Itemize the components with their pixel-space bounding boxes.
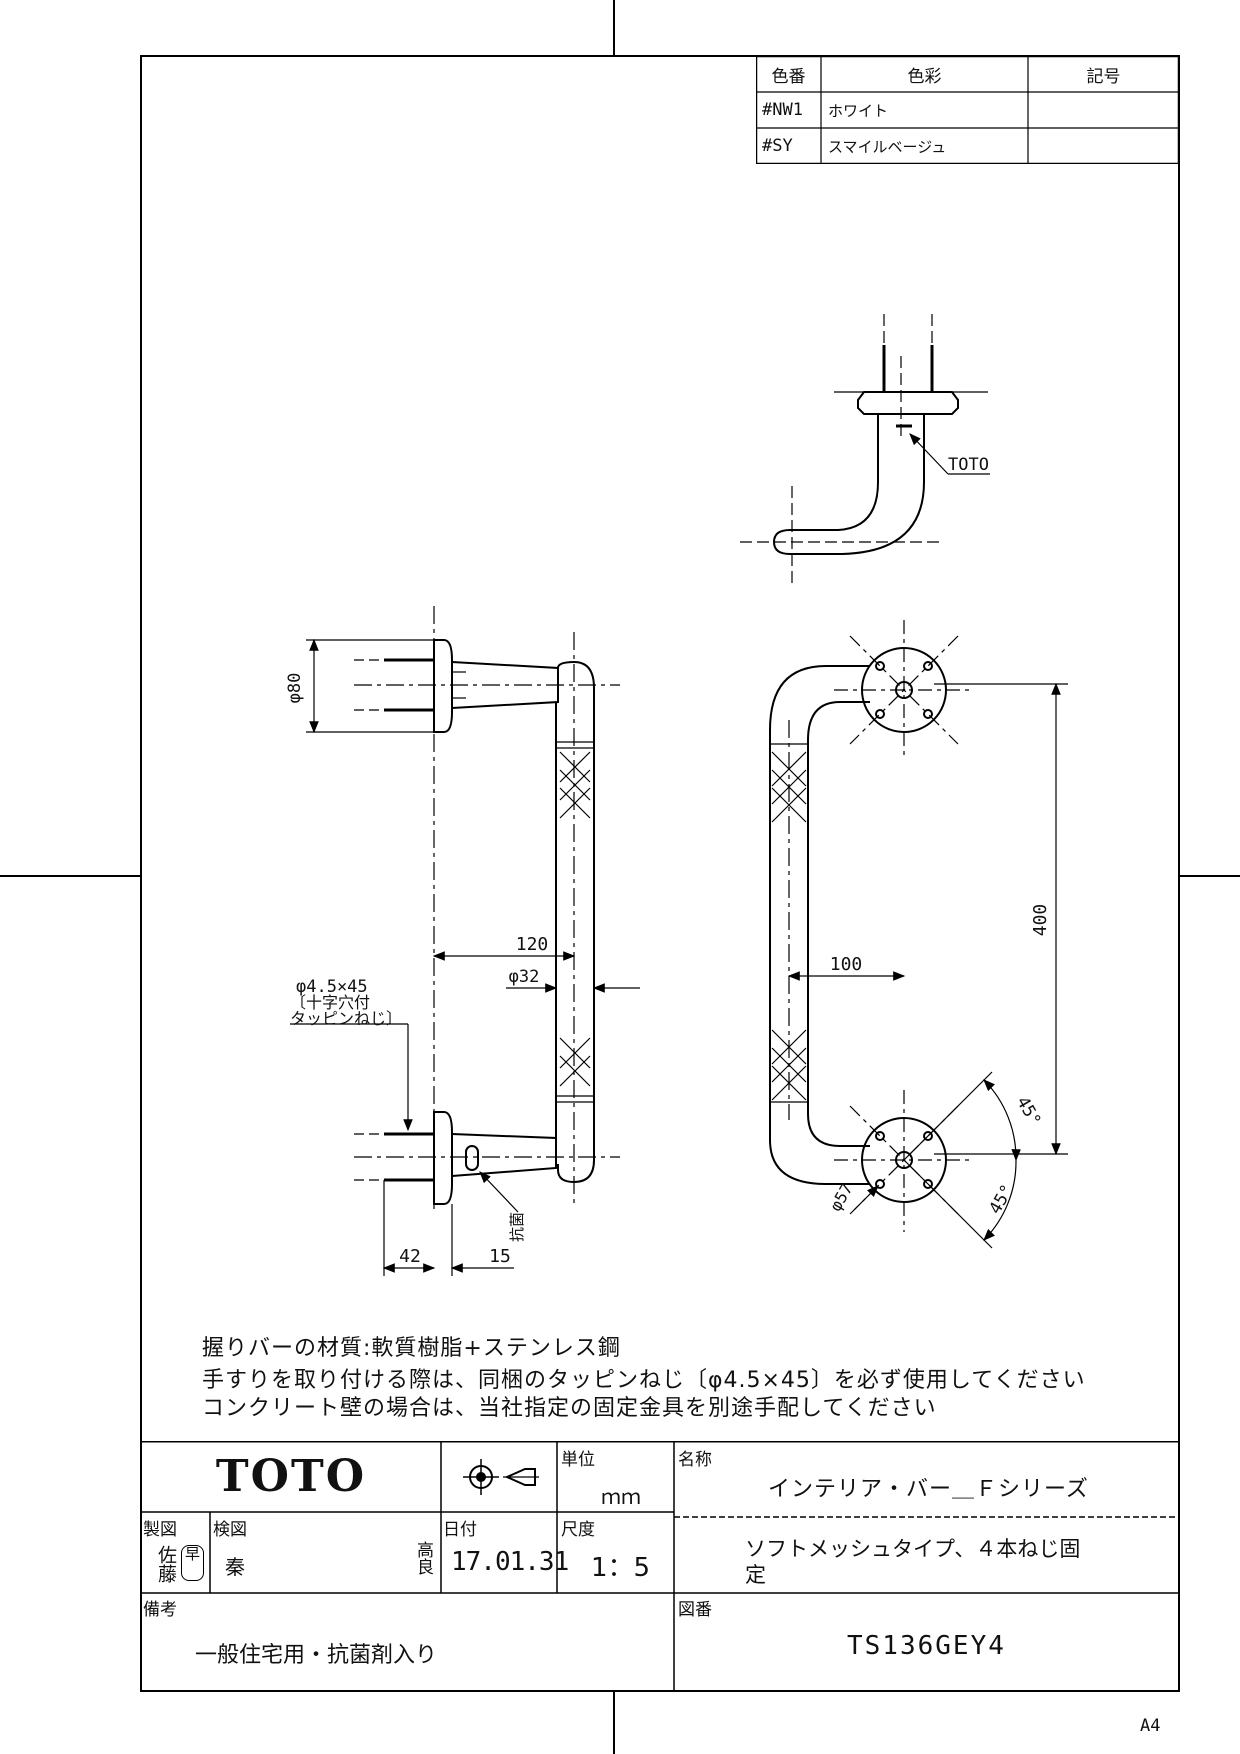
- checker-name: 秦: [225, 1555, 245, 1579]
- product-name: インテリア・バー＿Ｆシリーズ: [768, 1477, 1089, 1502]
- checked-label: 検図: [213, 1520, 247, 1540]
- color-table-grid: [756, 56, 1179, 164]
- brand-logo: TOTO: [215, 1451, 367, 1502]
- drafter-seal: 早: [181, 1545, 204, 1581]
- dim-phi32-label: φ32: [509, 967, 540, 987]
- date-value: 17.01.31: [451, 1547, 569, 1577]
- angle-45-upper-label: 45°: [1012, 1093, 1045, 1130]
- dim-15-label: 15: [489, 1246, 511, 1267]
- dim-400-label: 400: [1030, 904, 1051, 937]
- logo-callout-label: TOTO: [948, 455, 989, 475]
- title-block: TOTO 単位 ｍｍ 名称 インテリア・バー＿Ｆシリーズ ソフトメッシュタイプ、…: [141, 1441, 1179, 1691]
- note-concrete-wall: コンクリート壁の場合は、当社指定の固定金具を別途手配してください: [202, 1396, 937, 1421]
- color-symbol-header: 記号: [1086, 66, 1121, 87]
- dim-phi80-label: φ80: [285, 673, 305, 704]
- dim-42-label: 42: [399, 1246, 421, 1267]
- drawing-number: TS136GEY4: [847, 1631, 1006, 1661]
- color-code-header: 色番: [771, 66, 806, 87]
- product-subname-line2: 定: [745, 1563, 766, 1587]
- date-label: 日付: [443, 1520, 477, 1540]
- scale-label: 尺度: [561, 1520, 595, 1540]
- checker-seal: 高良: [413, 1541, 433, 1575]
- color-table: 色番 色彩 記号 #NW1 ホワイト #SY スマイルベージュ: [756, 56, 1179, 164]
- name-label: 名称: [678, 1450, 712, 1470]
- projection-symbol-icon: [463, 1459, 539, 1495]
- dim-120-label: 120: [516, 934, 549, 955]
- color-name-cell: スマイルベージュ: [828, 137, 947, 156]
- remarks-label: 備考: [143, 1600, 177, 1620]
- color-code-cell: #SY: [762, 136, 793, 156]
- drafter-name: 佐藤: [155, 1545, 177, 1583]
- top-view: [740, 314, 990, 584]
- screw-spec-line1: φ4.5×45: [296, 977, 368, 997]
- title-block-grid: [141, 1441, 1179, 1691]
- remarks-value: 一般住宅用・抗菌剤入り: [195, 1643, 438, 1668]
- screw-spec-line3: タッピンねじ〕: [290, 1009, 402, 1028]
- unit-value: ｍｍ: [601, 1485, 641, 1509]
- dim-100-label: 100: [830, 954, 863, 975]
- front-view: [769, 620, 1068, 1249]
- paper-size-label: A4: [1140, 1716, 1161, 1736]
- product-subname-line1: ソフトメッシュタイプ、４本ねじ固: [745, 1537, 1081, 1561]
- screw-spec-line2: 〔十字穴付: [290, 993, 370, 1012]
- drafted-label: 製図: [143, 1520, 177, 1540]
- scale-value: 1：5: [591, 1553, 651, 1583]
- color-name-header: 色彩: [907, 66, 942, 87]
- drawing-no-label: 図番: [678, 1600, 712, 1620]
- note-material: 握りバーの材質:軟質樹脂+ステンレス鋼: [202, 1336, 621, 1361]
- dim-phi57-label: φ57: [826, 1180, 857, 1215]
- note-install-screw: 手すりを取り付ける際は、同梱のタッピンねじ〔φ4.5×45〕を必ず使用してくださ…: [202, 1368, 1086, 1393]
- unit-label: 単位: [561, 1450, 595, 1470]
- color-code-cell: #NW1: [762, 100, 803, 120]
- antibacterial-label: 抗菌: [508, 1212, 526, 1242]
- color-name-cell: ホワイト: [828, 101, 889, 120]
- side-view: [290, 606, 640, 1276]
